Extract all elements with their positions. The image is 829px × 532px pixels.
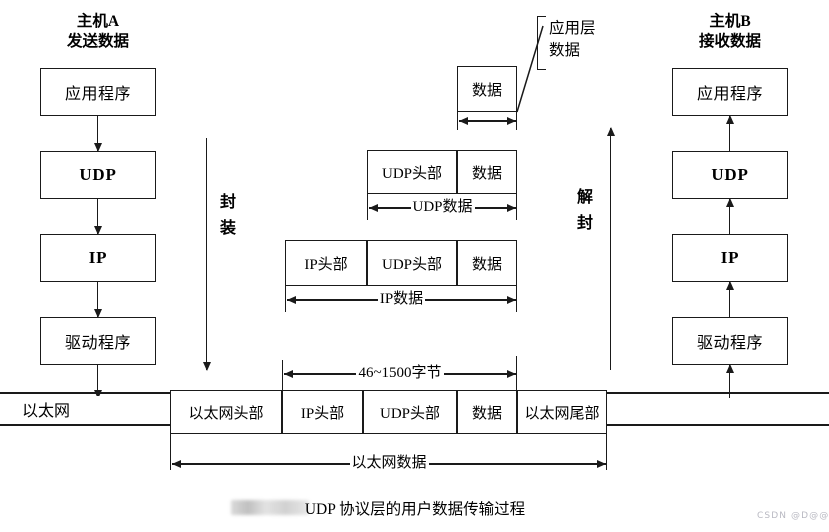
packet-ethernet-cell-eth-trailer[interactable]: 以太网尾部 — [517, 390, 607, 434]
host-a-arrow-ip-to-driver — [97, 282, 99, 317]
measure-bar-left — [287, 299, 378, 301]
measure-bar-right — [443, 373, 516, 375]
measure-bar-left — [172, 463, 350, 465]
ethernet-network-label: 以太网 — [22, 396, 142, 422]
app-data-callout: 应用层 数据 — [549, 18, 596, 63]
host-a-title-line2: 发送数据 — [66, 32, 129, 50]
app-data-bracket-icon — [537, 16, 546, 70]
ethernet-frame-span-label: 以太网数据 — [351, 454, 427, 471]
host-a-arrow-driver-to-ethernet — [97, 365, 99, 398]
ethernet-payload-tick-right — [516, 356, 518, 390]
host-a-layer-udp[interactable]: UDP — [40, 151, 156, 199]
packet-ip-cell-udp-header[interactable]: UDP头部 — [367, 240, 457, 286]
packet-app-tick-left — [457, 112, 459, 130]
packet-ethernet-cell-data[interactable]: 数据 — [457, 390, 517, 434]
packet-ip-span-label: IP数据 — [379, 290, 424, 307]
ethernet-payload-span-measure: 46~1500字节 — [284, 364, 516, 382]
host-a-layer-driver[interactable]: 驱动程序 — [40, 317, 156, 365]
app-data-callout-line2: 数据 — [549, 42, 581, 60]
encapsulation-label: 封装 — [219, 194, 236, 238]
packet-udp-tick-right — [516, 194, 518, 220]
ethernet-frame-tick-left — [170, 434, 172, 470]
csdn-watermark: CSDN @D@@ — [757, 511, 829, 521]
host-a-title-line1: 主机A — [76, 13, 120, 30]
decapsulation-label: 解封 — [576, 189, 593, 233]
host-a-arrow-app-to-udp — [97, 116, 99, 151]
host-b-layer-udp[interactable]: UDP — [672, 151, 788, 199]
host-b-title: 主机B 接收数据 — [672, 12, 788, 52]
packet-ip-tick-left — [285, 286, 287, 312]
packet-app-width-measure — [459, 115, 516, 127]
packet-udp-cell-udp-header[interactable]: UDP头部 — [367, 150, 457, 194]
host-a-arrow-udp-to-ip — [97, 199, 99, 234]
packet-udp-tick-left — [367, 194, 369, 220]
host-a-layer-ip[interactable]: IP — [40, 234, 156, 282]
host-b-arrow-ethernet-to-driver — [729, 365, 731, 398]
host-b-layer-driver[interactable]: 驱动程序 — [672, 317, 788, 365]
packet-ip-tick-right — [516, 286, 518, 312]
encapsulation-arrow — [206, 138, 208, 370]
decapsulation-arrow — [610, 128, 612, 370]
packet-app-cell-data[interactable]: 数据 — [457, 66, 517, 112]
figure-caption: UDP 协议层的用户数据传输过程 — [304, 501, 526, 518]
ethernet-frame-span-measure: 以太网数据 — [172, 454, 607, 472]
packet-ethernet-cell-eth-header[interactable]: 以太网头部 — [170, 390, 282, 434]
packet-ethernet-cell-udp-header[interactable]: UDP头部 — [363, 390, 457, 434]
ethernet-payload-span-label: 46~1500字节 — [358, 364, 442, 381]
measure-bar-left — [459, 120, 488, 122]
packet-ip-span-measure: IP数据 — [287, 290, 516, 308]
host-a-title: 主机A 发送数据 — [40, 12, 156, 52]
measure-bar-right — [425, 299, 516, 301]
measure-bar-right — [428, 463, 607, 465]
host-b-title-line2: 接收数据 — [698, 32, 761, 50]
caption-redacted-block — [231, 500, 309, 515]
host-b-arrow-udp-to-app — [729, 116, 731, 151]
host-b-title-line1: 主机B — [709, 13, 751, 30]
packet-ethernet-cell-ip-header[interactable]: IP头部 — [282, 390, 363, 434]
app-data-leader-line — [516, 25, 544, 113]
packet-ip-cell-data[interactable]: 数据 — [457, 240, 517, 286]
host-a-layer-application[interactable]: 应用程序 — [40, 68, 156, 116]
packet-udp-span-measure: UDP数据 — [369, 198, 517, 216]
measure-bar-right — [474, 207, 517, 209]
measure-bar-left — [369, 207, 411, 209]
host-b-layer-application[interactable]: 应用程序 — [672, 68, 788, 116]
host-b-layer-ip[interactable]: IP — [672, 234, 788, 282]
packet-ip-cell-ip-header[interactable]: IP头部 — [285, 240, 367, 286]
measure-bar-left — [284, 373, 357, 375]
host-b-arrow-ip-to-udp — [729, 199, 731, 234]
app-data-callout-line1: 应用层 — [549, 20, 596, 37]
measure-bar-right — [487, 120, 516, 122]
host-b-arrow-driver-to-ip — [729, 282, 731, 317]
packet-app-tick-right — [516, 112, 518, 130]
ethernet-frame-tick-right — [606, 434, 608, 470]
ethernet-payload-tick-left — [282, 360, 284, 390]
packet-udp-span-label: UDP数据 — [412, 198, 473, 215]
packet-udp-cell-data[interactable]: 数据 — [457, 150, 517, 194]
